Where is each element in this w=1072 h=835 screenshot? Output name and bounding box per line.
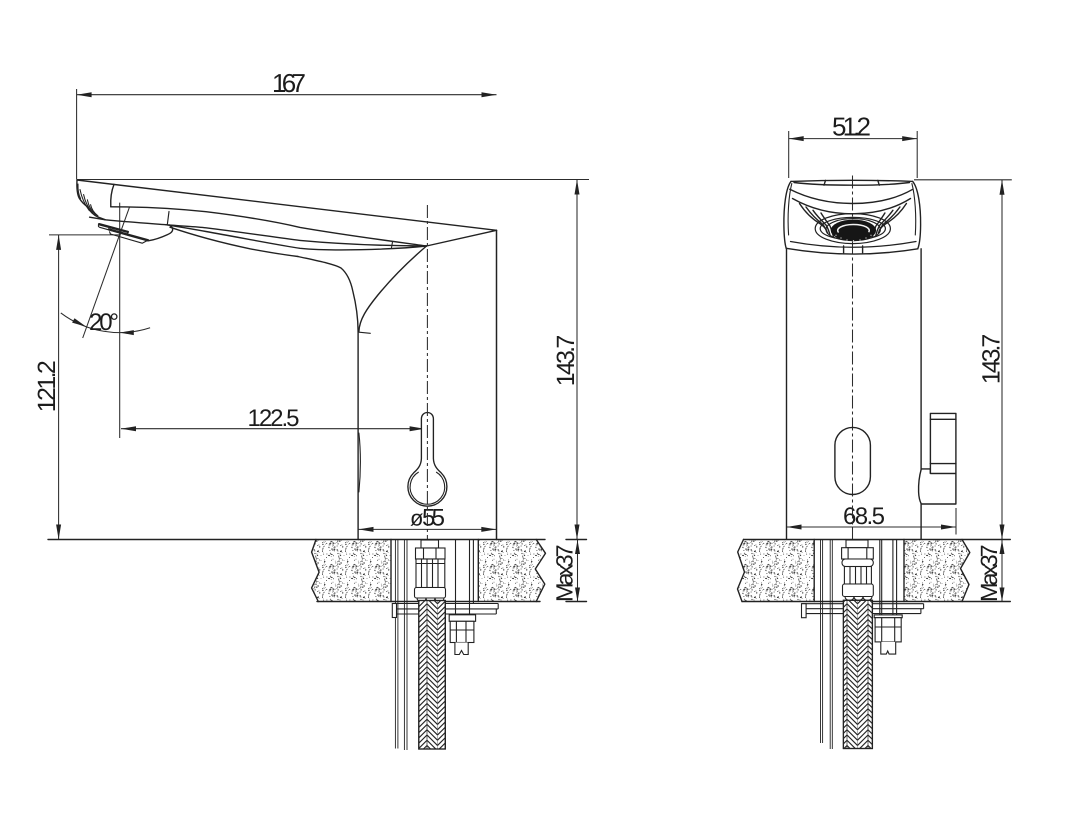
svg-text:122.5: 122.5: [248, 405, 300, 432]
svg-text:143.7: 143.7: [978, 334, 1006, 384]
svg-text:Max37: Max37: [552, 544, 578, 602]
svg-text:ø: ø: [410, 505, 423, 530]
svg-text:121.2: 121.2: [33, 360, 61, 412]
svg-text:Max37: Max37: [976, 544, 1002, 602]
svg-text:55: 55: [422, 504, 445, 531]
svg-text:143.7: 143.7: [552, 335, 580, 387]
svg-text:68.5: 68.5: [843, 503, 885, 530]
svg-text:167: 167: [272, 68, 306, 98]
svg-text:51.2: 51.2: [832, 112, 871, 142]
svg-text:20°: 20°: [89, 309, 119, 336]
